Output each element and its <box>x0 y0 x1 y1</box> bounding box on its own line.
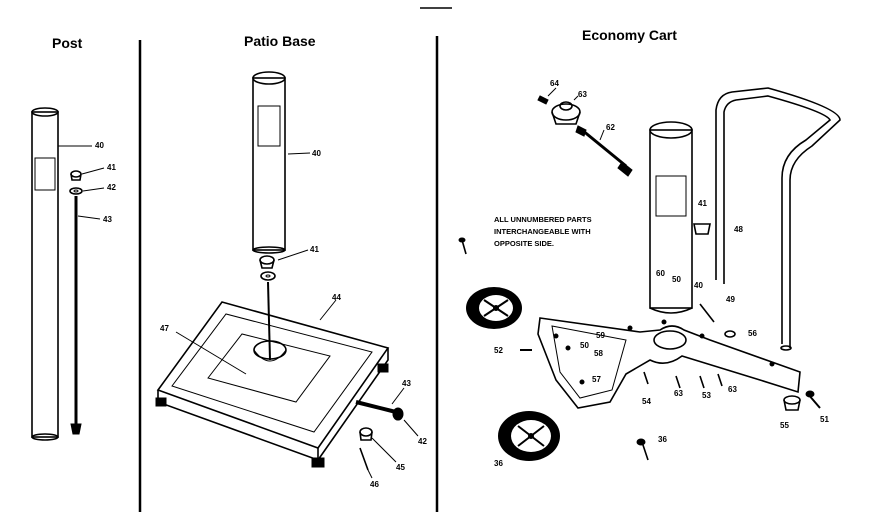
patio-rod <box>267 281 271 361</box>
callout-label: 52 <box>494 346 503 355</box>
leader-line <box>573 95 579 101</box>
callout-label: 43 <box>103 215 112 224</box>
cart-screws-row <box>643 371 723 389</box>
cart-frame <box>537 317 801 409</box>
callout-label: 50 <box>580 341 589 350</box>
callout-label: 63 <box>728 385 737 394</box>
patio-base-plate-44 <box>155 301 390 468</box>
cart-regulator-63 <box>551 101 581 125</box>
callout-label: 63 <box>578 90 587 99</box>
leader-line <box>81 167 105 175</box>
leader-line <box>277 249 309 261</box>
cart-handle-48 <box>715 87 841 351</box>
callout-label: 44 <box>332 293 341 302</box>
patio-tube-40 <box>252 71 286 254</box>
note-line: OPPOSITE SIDE. <box>494 239 554 248</box>
callout-label: 49 <box>726 295 735 304</box>
cart-bolt-49 <box>699 303 715 323</box>
callout-label: 41 <box>310 245 319 254</box>
callout-label: 41 <box>107 163 116 172</box>
note-line: ALL UNNUMBERED PARTS <box>494 215 592 224</box>
cart-nut-56 <box>724 330 736 338</box>
callout-label: 42 <box>418 437 427 446</box>
callout-label: 45 <box>396 463 405 472</box>
cart-bolt-36 <box>636 438 649 461</box>
note-line: INTERCHANGEABLE WITH <box>494 227 591 236</box>
callout-label: 36 <box>658 435 667 444</box>
callout-label: 50 <box>672 275 681 284</box>
cart-cap-55 <box>783 395 801 411</box>
callout-label: 54 <box>642 397 651 406</box>
panel-title-economy-cart: Economy Cart <box>582 27 677 43</box>
cart-screw <box>458 237 467 255</box>
leader-line <box>319 299 337 321</box>
callout-label: 36 <box>494 459 503 468</box>
callout-label: 42 <box>107 183 116 192</box>
callout-label: 41 <box>698 199 707 208</box>
leader-line <box>599 129 605 141</box>
post-tube <box>31 107 59 441</box>
leader-line <box>82 187 105 192</box>
callout-label: 62 <box>606 123 615 132</box>
cart-wheel-lower <box>498 411 560 461</box>
cart-cup-41 <box>693 223 711 235</box>
leader-line <box>371 437 397 463</box>
callout-label: 48 <box>734 225 743 234</box>
cart-bolt-51 <box>805 390 821 409</box>
leader-line <box>287 152 311 155</box>
leader-line <box>391 387 405 405</box>
callout-label: 55 <box>780 421 789 430</box>
panel-title-post: Post <box>52 35 83 51</box>
callout-label: 53 <box>702 391 711 400</box>
callout-label: 51 <box>820 415 829 424</box>
callout-label: 40 <box>312 149 321 158</box>
callout-label: 59 <box>596 331 605 340</box>
callout-label: 47 <box>160 324 169 333</box>
callout-label: 64 <box>550 79 559 88</box>
cart-wheel-upper <box>466 287 522 329</box>
patio-ring <box>260 271 276 281</box>
leader-line <box>175 331 247 375</box>
patio-screw-46 <box>359 447 369 471</box>
post-ring-42 <box>69 187 83 195</box>
post-cap-41 <box>70 170 82 181</box>
callout-label: 56 <box>748 329 757 338</box>
callout-label: 58 <box>594 349 603 358</box>
leader-line <box>367 469 373 479</box>
callout-label: 40 <box>95 141 104 150</box>
callout-label: 46 <box>370 480 379 489</box>
callout-label: 43 <box>402 379 411 388</box>
cart-hose-62 <box>575 125 633 177</box>
callout-label: 60 <box>656 269 665 278</box>
patio-cap-41 <box>259 255 275 269</box>
cart-fitting-64 <box>537 95 549 105</box>
patio-cap-45 <box>359 427 373 441</box>
callout-label: 63 <box>674 389 683 398</box>
leader-line <box>77 215 101 220</box>
cart-tank-40 <box>649 121 693 314</box>
leader-line <box>403 419 419 437</box>
post-rod-43 <box>70 196 82 435</box>
leader-line <box>547 87 557 97</box>
patio-bolt-43 <box>355 400 404 421</box>
callout-label: 40 <box>694 281 703 290</box>
panel-title-patio-base: Patio Base <box>244 33 316 49</box>
callout-label: 57 <box>592 375 601 384</box>
